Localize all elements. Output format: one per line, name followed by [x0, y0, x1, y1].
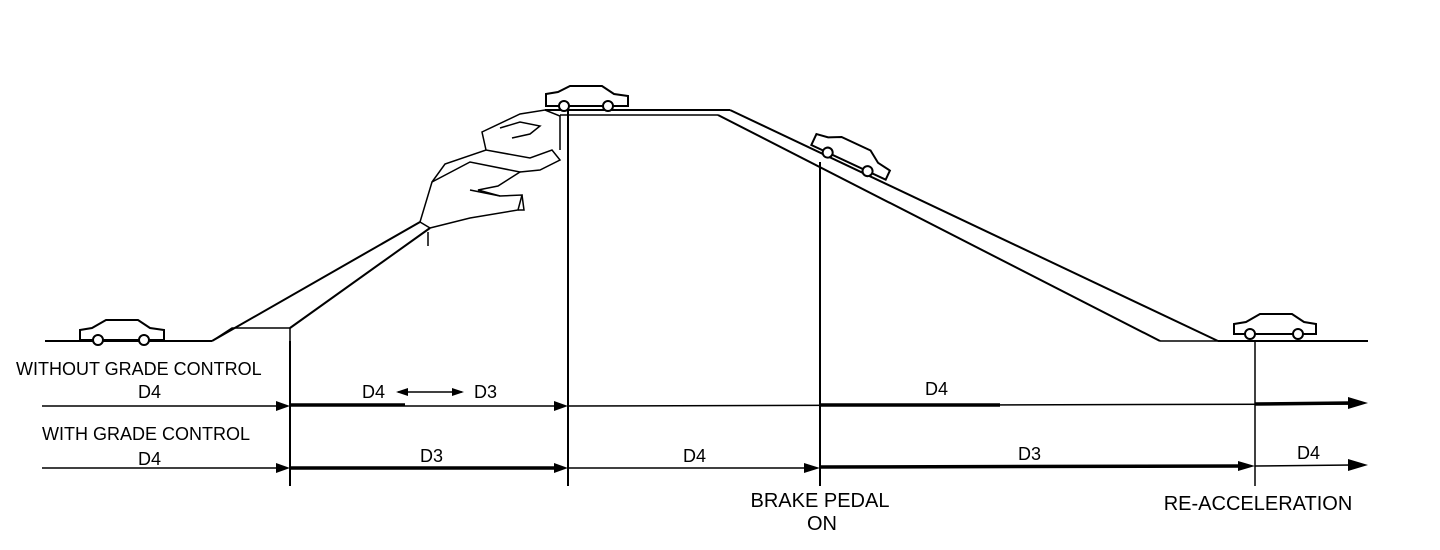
- shift-label-d4: D4: [138, 449, 161, 469]
- event-markers: [289, 110, 1256, 486]
- car-icon: [545, 85, 629, 112]
- car-icon: [810, 132, 892, 181]
- shift-label-d4: D4: [362, 382, 385, 402]
- shift-label-d4: D4: [138, 382, 161, 402]
- brake-pedal-caption-on: ON: [807, 513, 837, 535]
- shift-label-d4: D4: [925, 379, 948, 399]
- shift-label-d3: D3: [420, 446, 443, 466]
- row-with-grade-control: WITH GRADE CONTROL D4 D3 D4 D3 D4: [42, 424, 1368, 473]
- row-title: WITHOUT GRADE CONTROL: [16, 359, 262, 379]
- row-without-grade-control: WITHOUT GRADE CONTROL D4 D4 D3 D4: [16, 359, 1368, 411]
- brake-pedal-caption: BRAKE PEDAL: [751, 490, 890, 512]
- re-acceleration-caption: RE-ACCELERATION: [1164, 493, 1353, 515]
- car-icon: [79, 319, 165, 346]
- car-icon: [1233, 313, 1317, 340]
- event-captions: BRAKE PEDAL ON RE-ACCELERATION: [751, 490, 1353, 535]
- shift-label-d3: D3: [474, 382, 497, 402]
- row-title: WITH GRADE CONTROL: [42, 424, 250, 444]
- terrain-profile: [45, 109, 1368, 342]
- shift-label-d3: D3: [1018, 444, 1041, 464]
- shift-label-d4: D4: [683, 446, 706, 466]
- shift-label-d4: D4: [1297, 443, 1320, 463]
